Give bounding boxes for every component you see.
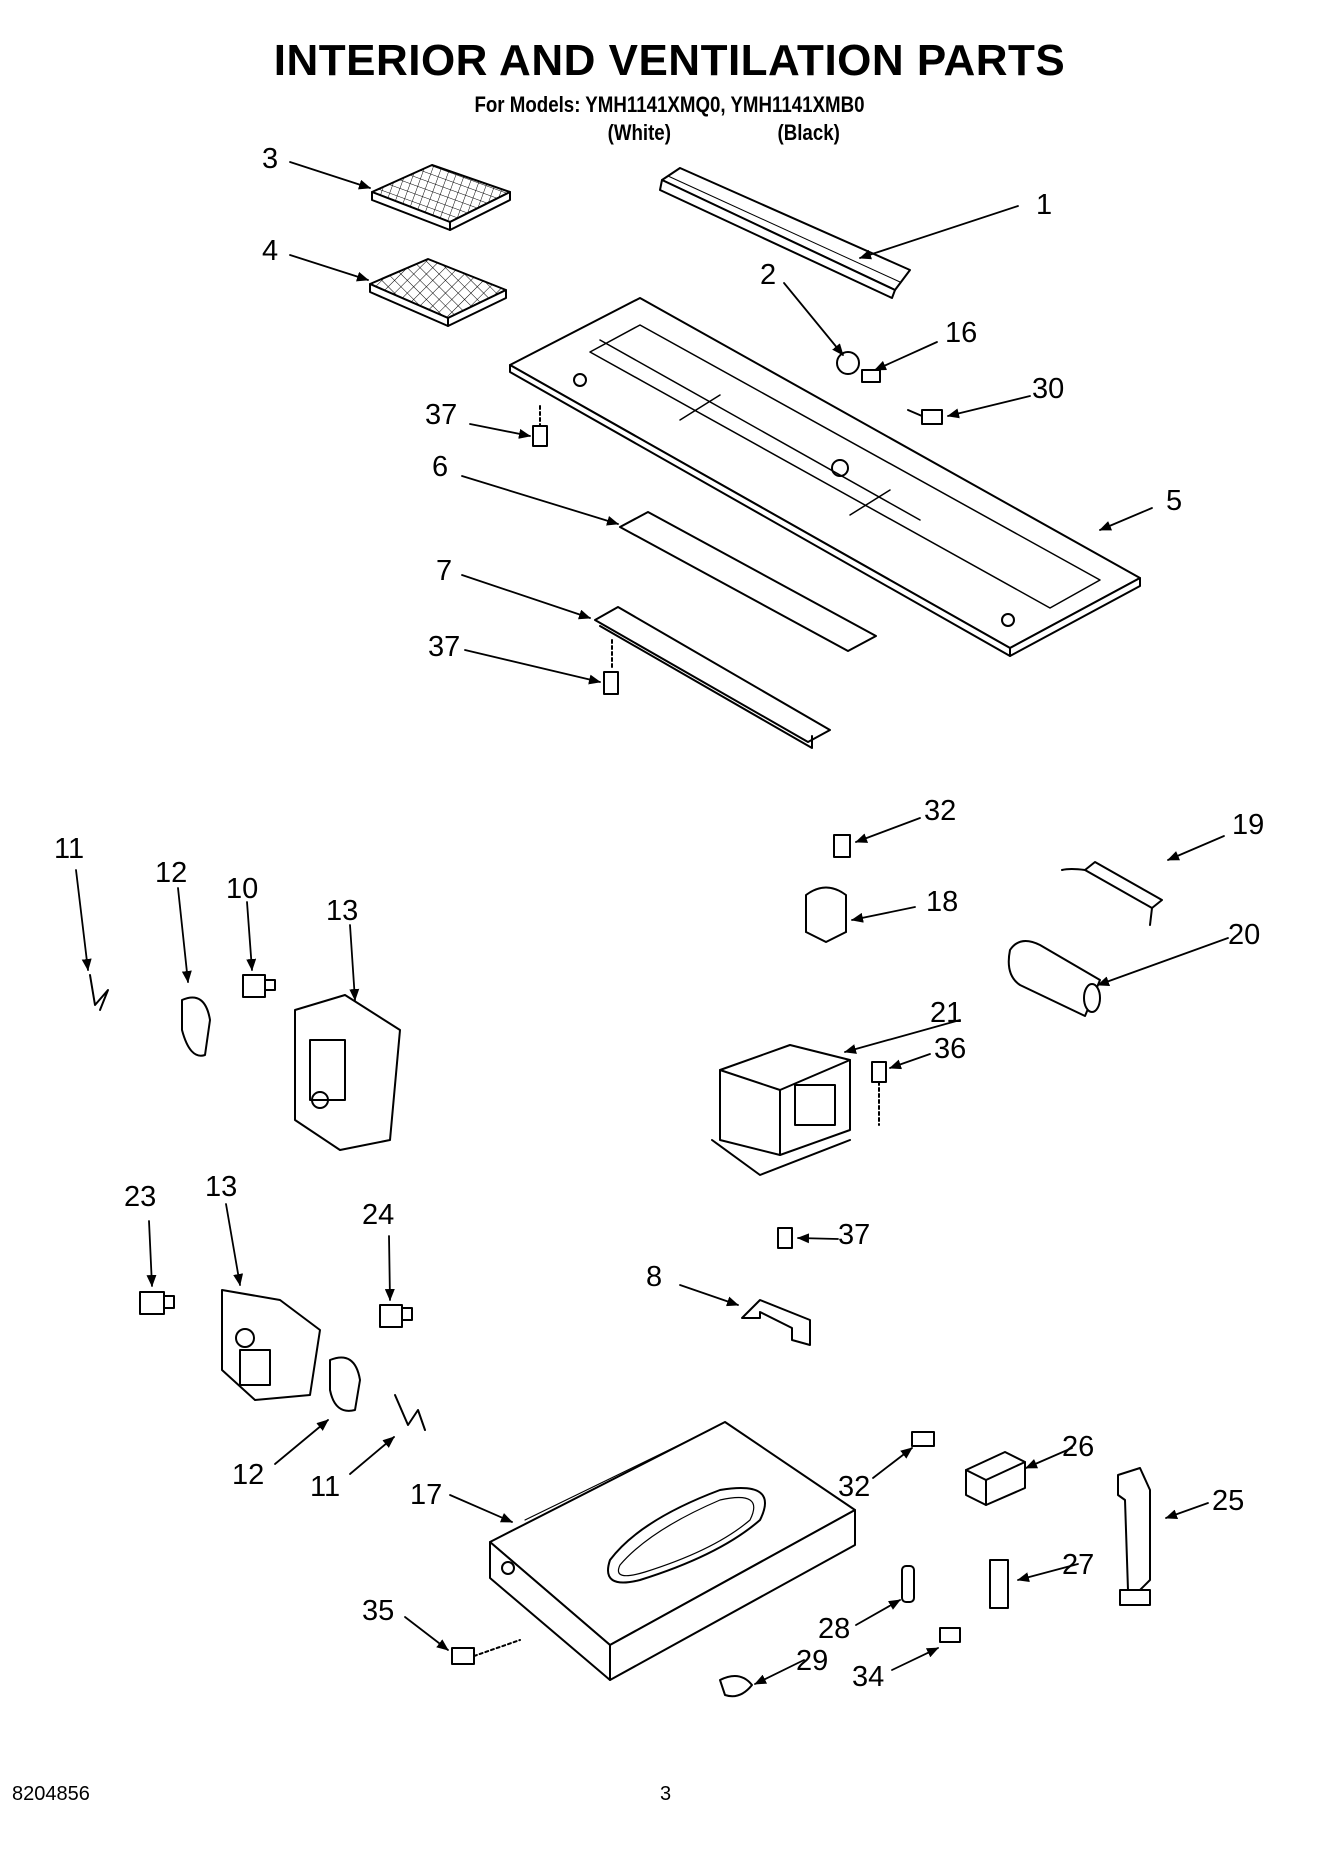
leader-lines <box>75 161 1229 1685</box>
part-23-switch <box>139 1291 175 1315</box>
callout-4: 4 <box>262 235 278 267</box>
callout-20: 20 <box>1228 919 1260 951</box>
callout-37: 37 <box>425 399 457 431</box>
part-20-capacitor <box>1007 940 1101 1017</box>
callout-7: 7 <box>436 555 452 587</box>
callout-19: 19 <box>1232 809 1264 841</box>
part-12-actuator-lower <box>329 1356 361 1412</box>
part-19-diode <box>1061 861 1163 926</box>
part-11-spring <box>89 974 109 1011</box>
part-35-screw <box>451 1639 521 1665</box>
part-6-strip <box>619 511 877 652</box>
callout-3: 3 <box>262 143 278 175</box>
part-10-switch <box>242 974 276 998</box>
part-18-clip <box>805 886 847 943</box>
callout-27: 27 <box>1062 1549 1094 1581</box>
part-29-clamp <box>719 1675 753 1698</box>
part-11-spring-lower <box>394 1394 426 1431</box>
callout-24: 24 <box>362 1199 394 1231</box>
part-12-actuator <box>181 996 211 1057</box>
callout-2: 2 <box>760 259 776 291</box>
part-37-screw <box>532 405 548 447</box>
callout-11: 11 <box>54 833 84 865</box>
part-2-bulb <box>836 351 860 375</box>
part-4-filter <box>369 258 507 327</box>
doc-number: 8204856 <box>12 1783 90 1805</box>
part-16-socket <box>861 369 881 383</box>
part-36-screw <box>871 1061 887 1126</box>
callout-16: 16 <box>945 317 977 349</box>
callout-23: 23 <box>124 1181 156 1213</box>
part-24-switch <box>379 1304 413 1328</box>
callout-36: 36 <box>934 1033 966 1065</box>
color-label-white: (White) <box>607 120 671 145</box>
models-line: For Models: YMH1141XMQ0, YMH1141XMB0 <box>474 92 865 117</box>
part-37-screw-mid <box>777 1227 793 1249</box>
callout-18: 18 <box>926 886 958 918</box>
page-title: INTERIOR AND VENTILATION PARTS <box>273 36 1066 85</box>
callout-21: 21 <box>930 997 962 1029</box>
page-number: 3 <box>660 1783 672 1805</box>
callout-6: 6 <box>432 451 448 483</box>
part-30-screw <box>907 409 943 425</box>
part-34-screw <box>939 1627 961 1643</box>
callout-32: 32 <box>924 795 956 827</box>
part-1-cover <box>659 167 911 299</box>
callout-17: 17 <box>410 1479 442 1511</box>
callout-8: 8 <box>646 1261 662 1293</box>
part-25-bracket <box>1117 1467 1151 1606</box>
part-13-bracket <box>294 994 401 1151</box>
part-13-bracket-lower <box>221 1289 321 1401</box>
callout-37-b: 37 <box>428 631 460 663</box>
part-21-transformer <box>711 1044 851 1176</box>
part-32-screw <box>833 834 851 858</box>
part-37-screw-lower <box>603 639 619 695</box>
callout-13-lower: 13 <box>205 1171 237 1203</box>
callout-30: 30 <box>1032 373 1064 405</box>
callout-12: 12 <box>155 857 187 889</box>
callout-26: 26 <box>1062 1431 1094 1463</box>
part-26-block <box>965 1451 1026 1506</box>
part-3-filter <box>371 164 511 231</box>
callout-1: 1 <box>1036 189 1052 221</box>
callout-13: 13 <box>326 895 358 927</box>
part-27-holder <box>989 1559 1009 1609</box>
part-7-bracket <box>594 606 831 749</box>
callout-12-lower: 12 <box>232 1459 264 1491</box>
callout-11-lower: 11 <box>310 1471 340 1503</box>
callout-29: 29 <box>796 1645 828 1677</box>
callout-35: 35 <box>362 1595 394 1627</box>
part-8-bracket <box>741 1299 811 1346</box>
callout-10: 10 <box>226 873 258 905</box>
color-label-black: (Black) <box>777 120 840 145</box>
part-5-vent-tray <box>509 297 1141 657</box>
part-32-screw-lower <box>911 1431 935 1447</box>
part-28-fuse <box>901 1565 915 1603</box>
callout-37-c: 37 <box>838 1219 870 1251</box>
callout-34: 34 <box>852 1661 884 1693</box>
callout-25: 25 <box>1212 1485 1244 1517</box>
callout-numbers: 1 2 3 4 5 6 7 8 10 11 12 13 16 17 18 19 … <box>54 143 1264 1693</box>
callout-5: 5 <box>1166 485 1182 517</box>
callout-28: 28 <box>818 1613 850 1645</box>
part-17-base-plate <box>489 1421 856 1681</box>
callout-32-lower: 32 <box>838 1471 870 1503</box>
